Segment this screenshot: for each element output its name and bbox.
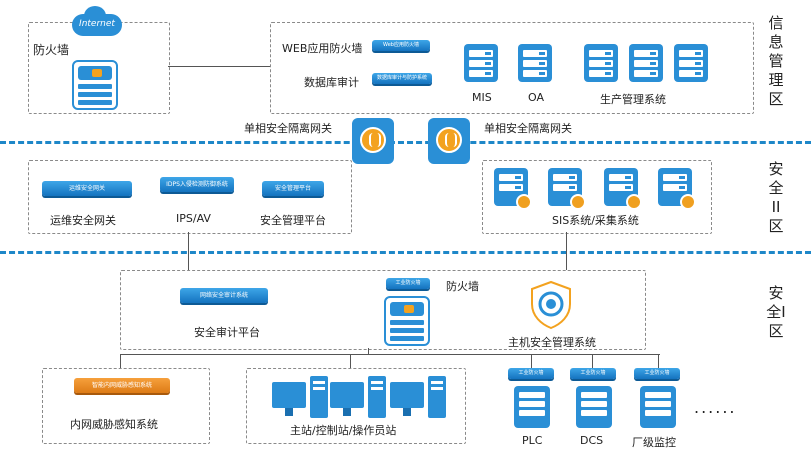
sis-server-4-icon bbox=[658, 168, 696, 210]
plant-rack-icon bbox=[640, 386, 676, 428]
host-mgmt-label: 主机安全管理系统 bbox=[508, 336, 596, 349]
mis-label: MIS bbox=[472, 91, 492, 104]
stations-label: 主站/控制站/操作员站 bbox=[290, 424, 397, 437]
bus-drop-3 bbox=[531, 354, 532, 368]
ops-gateway-label: 运维安全网关 bbox=[50, 214, 116, 227]
prod-server-2-icon bbox=[629, 44, 663, 82]
sis-server-1-icon bbox=[494, 168, 532, 210]
bus-drop-5 bbox=[658, 354, 659, 368]
internet-cloud-icon: Internet bbox=[72, 6, 122, 36]
zone-separator-top bbox=[0, 141, 811, 144]
connector-info bbox=[168, 66, 270, 67]
dcs-rack-icon bbox=[576, 386, 612, 428]
safe2-right-box bbox=[482, 160, 712, 234]
prod-server-1-icon bbox=[584, 44, 618, 82]
plant-firewall-device: 工业防火墙 bbox=[634, 368, 680, 379]
waf-label: WEB应用防火墙 bbox=[282, 42, 363, 55]
bus-line bbox=[120, 354, 660, 355]
isolation-right-label: 单相安全隔离网关 bbox=[484, 122, 572, 135]
bus-drop-center bbox=[368, 348, 369, 354]
threat-device: 智能内网威胁感知系统 bbox=[74, 378, 170, 393]
db-audit-device: 数据库审计与防护系统 bbox=[372, 73, 432, 84]
prod-server-3-icon bbox=[674, 44, 708, 82]
safe1-firewall-device: 工业防火墙 bbox=[386, 278, 430, 289]
safe1-firewall-icon bbox=[384, 296, 430, 346]
sis-server-3-icon bbox=[604, 168, 642, 210]
ops-gateway-device: 运维安全网关 bbox=[42, 181, 132, 196]
plc-label: PLC bbox=[522, 434, 543, 447]
info-firewall-label: 防火墙 bbox=[33, 43, 70, 57]
ips-device: IDPS入侵检测防御系统 bbox=[160, 177, 234, 192]
threat-label: 内网威胁感知系统 bbox=[70, 418, 158, 431]
production-label: 生产管理系统 bbox=[600, 93, 666, 106]
stations-box bbox=[246, 368, 466, 444]
station-pc-1-icon bbox=[272, 376, 332, 424]
more-dots: ...... bbox=[694, 398, 737, 417]
dcs-firewall-device: 工业防火墙 bbox=[570, 368, 616, 379]
safe2-left-box bbox=[28, 160, 352, 234]
shield-icon bbox=[531, 280, 571, 330]
zone-label-info: 信息管理区 bbox=[768, 14, 784, 108]
mgmt-platform-label: 安全管理平台 bbox=[260, 214, 326, 227]
mgmt-platform-device: 安全管理平台 bbox=[262, 181, 324, 196]
bus-drop-1 bbox=[120, 354, 121, 368]
sis-label: SIS系统/采集系统 bbox=[552, 214, 639, 227]
sis-server-2-icon bbox=[548, 168, 586, 210]
zone-separator-bottom bbox=[0, 251, 811, 254]
connector-safe2-left bbox=[188, 232, 189, 270]
oa-server-icon bbox=[518, 44, 552, 82]
isolation-left-label: 单相安全隔离网关 bbox=[244, 122, 332, 135]
safe1-firewall-label: 防火墙 bbox=[446, 280, 479, 293]
connector-safe2-right bbox=[566, 232, 567, 270]
audit-device: 网络安全审计系统 bbox=[180, 288, 268, 303]
oa-label: OA bbox=[528, 91, 544, 104]
zone-label-safe1: 安全I区 bbox=[766, 284, 786, 340]
station-pc-3-icon bbox=[390, 376, 450, 424]
db-audit-label: 数据库审计 bbox=[304, 76, 359, 89]
plc-firewall-device: 工业防火墙 bbox=[508, 368, 554, 379]
mis-server-icon bbox=[464, 44, 498, 82]
threat-box bbox=[42, 368, 210, 444]
safe1-main-box bbox=[120, 270, 646, 350]
dcs-label: DCS bbox=[580, 434, 604, 447]
info-right-box bbox=[270, 22, 754, 114]
bus-drop-2 bbox=[350, 354, 351, 368]
audit-platform-label: 安全审计平台 bbox=[194, 326, 260, 339]
plant-label: 厂级监控 bbox=[632, 436, 676, 449]
info-firewall-icon bbox=[72, 60, 118, 110]
plc-rack-icon bbox=[514, 386, 550, 428]
waf-device: Web应用防火墙 bbox=[372, 40, 430, 51]
station-pc-2-icon bbox=[330, 376, 390, 424]
zone-label-safe2: 安全II区 bbox=[768, 160, 784, 235]
isolation-right-icon bbox=[428, 118, 470, 164]
bus-drop-4 bbox=[592, 354, 593, 368]
ips-label: IPS/AV bbox=[176, 212, 211, 225]
isolation-left-icon bbox=[352, 118, 394, 164]
